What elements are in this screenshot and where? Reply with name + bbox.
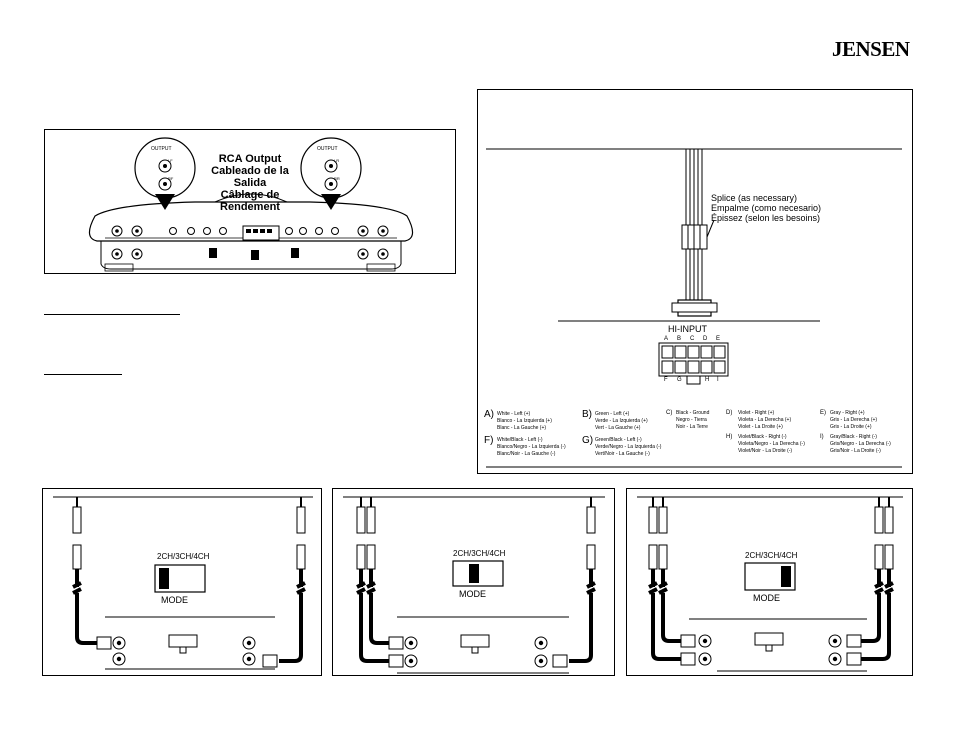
bubble-right-heading: OUTPUT: [317, 146, 338, 152]
legend-line: Gris/Negro - La Derecha (-): [830, 441, 891, 447]
pin-letter-bottom-h: H: [705, 377, 710, 383]
rca-title-line-3: Câblage de Rendement: [220, 189, 280, 213]
brand-logo: JENSEN: [832, 37, 910, 61]
legend-line: Violeta/Negro - La Derecha (-): [738, 441, 805, 447]
legend-key: D): [726, 410, 733, 416]
bubble-left-top-port: LF: [168, 158, 173, 163]
pin-letter-bottom-i: I: [717, 377, 719, 383]
pin-letter-bottom-f: F: [664, 377, 668, 383]
pin-letter-bottom-g: G: [677, 377, 682, 383]
legend-line: Verde - La Izquierda (+): [595, 418, 648, 424]
legend-line: Gris - La Derecha (+): [830, 417, 878, 423]
legend-key: E): [820, 410, 826, 416]
bubble-right-top-port: LR: [334, 158, 340, 163]
mode-wiring-illustration-2: [343, 496, 605, 674]
pin-letter-top-e: E: [716, 336, 721, 342]
mode-wiring-illustration-1: [53, 496, 313, 670]
legend-line: Blanco - La Izquierda (+): [497, 418, 552, 424]
legend-line: Vert - La Gauche (+): [595, 425, 641, 431]
mode-switch-label: MODE: [459, 589, 486, 599]
section-heading-underline-2: [44, 374, 122, 375]
legend-line: Violet - La Droite (+): [738, 424, 783, 430]
rca-title-line-1: RCA Output: [218, 153, 282, 165]
splice-note: Splice (as necessary) Empalme (como nece…: [711, 193, 821, 223]
rca-title-line-2: Cableado de la Salida: [211, 165, 289, 189]
legend-key: C): [666, 410, 673, 416]
section-heading-underline-1: [44, 314, 180, 315]
legend-line: Blanc/Noir - La Gauche (-): [497, 451, 556, 457]
mode-panel-1: 2CH/3CH/4CH MODE: [42, 488, 322, 676]
legend-line: Gris - La Droite (+): [830, 424, 872, 430]
bubble-left-heading: OUTPUT: [151, 146, 172, 152]
splice-line-3: Épissez (selon les besoins): [711, 213, 821, 223]
mode-wiring-illustration-3: [637, 496, 903, 672]
splice-line-2: Empalme (como necesario): [711, 203, 822, 213]
legend-key: B): [582, 409, 592, 420]
legend-line: Green - Left (+): [595, 411, 630, 417]
legend-line: White - Left (+): [497, 411, 531, 417]
bubble-right-bottom-port: RR: [334, 176, 340, 181]
legend-key: I): [820, 434, 824, 440]
legend-key: H): [726, 434, 733, 440]
legend-key: G): [582, 435, 594, 446]
pin-letter-top-b: B: [677, 336, 682, 342]
legend-line: Violeta - La Derecha (+): [738, 417, 792, 423]
legend-line: Black - Ground: [676, 410, 710, 416]
pin-letter-top-c: C: [690, 336, 695, 342]
legend-key: F): [484, 435, 494, 446]
legend-line: Violet/Black - Right (-): [738, 434, 787, 440]
legend-line: Vert/Noir - La Gauche (-): [595, 451, 650, 457]
legend-line: Verde/Negro - La Izquierda (-): [595, 444, 662, 450]
legend-line: Green/Black - Left (-): [595, 437, 642, 443]
rca-output-panel: OUTPUT LF RF OUTPUT LR RR RCA Output Cab…: [44, 129, 456, 274]
rca-title: RCA Output Cableado de la Salida Câblage…: [195, 153, 305, 213]
mode-panel-3: 2CH/3CH/4CH MODE: [626, 488, 913, 676]
mode-label: 2CH/3CH/4CH: [453, 549, 506, 558]
legend-line: Gris/Noir - La Droite (-): [830, 448, 881, 454]
legend-line: White/Black - Left (-): [497, 437, 543, 443]
mode-label: 2CH/3CH/4CH: [157, 552, 210, 561]
legend-line: Negro - Tierra: [676, 417, 707, 423]
legend-line: Gray - Right (+): [830, 410, 865, 416]
hi-input-panel: Splice (as necessary) Empalme (como nece…: [477, 89, 913, 474]
splice-line-1: Splice (as necessary): [711, 193, 798, 203]
legend-line: Gray/Black - Right (-): [830, 434, 877, 440]
pin-letter-top-a: A: [664, 336, 669, 342]
hi-input-title: HI-INPUT: [668, 324, 707, 334]
mode-panel-2: 2CH/3CH/4CH MODE: [332, 488, 615, 676]
mode-switch-label: MODE: [161, 595, 188, 605]
legend-line: Violet/Noir - La Droite (-): [738, 448, 793, 454]
pin-letter-top-d: D: [703, 336, 708, 342]
hi-input-illustration: [486, 148, 902, 468]
mode-switch-label: MODE: [753, 593, 780, 603]
legend-line: Noir - La Terre: [676, 424, 708, 430]
legend-line: Violet - Right (+): [738, 410, 775, 416]
legend-line: Blanc - La Gauche (+): [497, 425, 547, 431]
amplifier-illustration: [88, 137, 414, 272]
legend-key: A): [484, 409, 494, 420]
mode-label: 2CH/3CH/4CH: [745, 551, 798, 560]
legend-line: Blanco/Negro - La Izquierda (-): [497, 444, 566, 450]
bubble-left-bottom-port: RF: [168, 176, 174, 181]
